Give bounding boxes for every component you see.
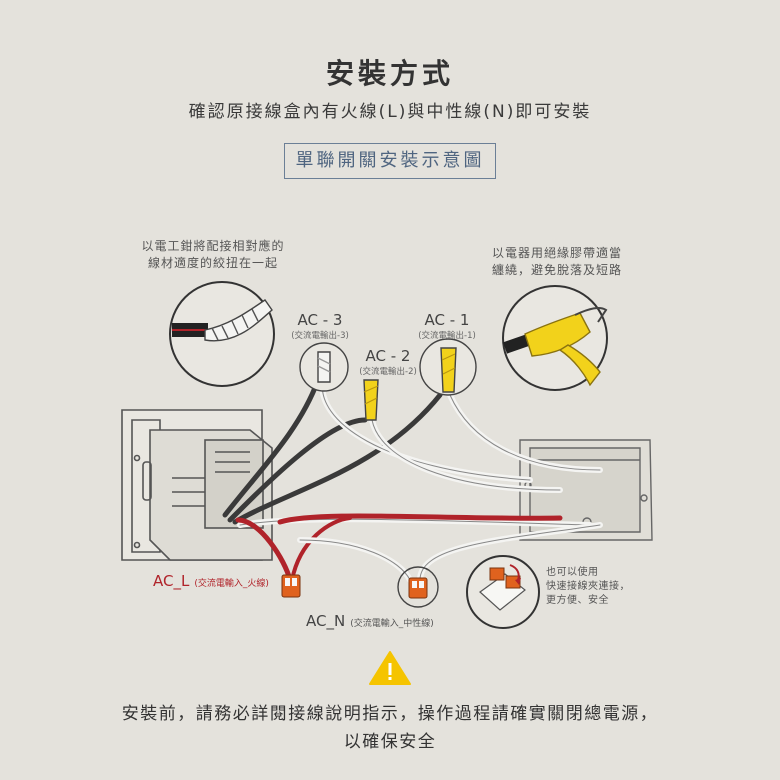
- acl-sublabel: (交流電輸入_火線): [194, 579, 269, 589]
- ac2-callout: [363, 379, 379, 421]
- ac2-label: AC - 2: [365, 347, 411, 365]
- acl-label: AC_L: [153, 572, 190, 590]
- diagram-label: 單聯開關安裝示意圖: [284, 143, 496, 179]
- acl-connector: [281, 574, 301, 598]
- ac3-sublabel: (交流電輸出-3): [291, 331, 349, 341]
- ac1-label-group: AC - 1 (交流電輸出-1): [405, 311, 489, 341]
- ac2-sublabel: (交流電輸出-2): [359, 367, 417, 377]
- ac3-label: AC - 3: [297, 311, 343, 329]
- ac1-label: AC - 1: [424, 311, 470, 329]
- quick-connector-detail: [466, 555, 540, 629]
- acn-label-group: AC_N (交流電輸入_中性線): [306, 611, 456, 630]
- tape-detail: [502, 285, 608, 391]
- acn-sublabel: (交流電輸入_中性線): [350, 619, 434, 629]
- warning-line1: 安裝前，請務必詳閱接線說明指示，操作過程請確實關閉總電源，: [121, 704, 659, 724]
- warning-triangle-icon: [369, 651, 411, 685]
- twist-note-line2: 線材適度的絞扭在一起: [147, 256, 278, 270]
- connector-note: 也可以使用 快速接線夾連接， 更方便、安全: [546, 566, 656, 608]
- acn-label: AC_N: [306, 612, 346, 630]
- ac2-label-group: AC - 2 (交流電輸出-2): [348, 347, 428, 377]
- ac3-label-group: AC - 3 (交流電輸出-3): [280, 311, 360, 341]
- acn-connector: [397, 566, 439, 608]
- ac1-sublabel: (交流電輸出-1): [418, 331, 476, 341]
- connector-note-line3: 更方便、安全: [546, 595, 609, 606]
- warning-line2: 以確保安全: [343, 732, 437, 752]
- ac1-callout: [419, 338, 477, 396]
- tape-note: 以電器用絕緣膠帶適當 纏繞，避免脫落及短路: [482, 245, 632, 279]
- page-subtitle: 確認原接線盒內有火線(L)與中性線(N)即可安裝: [188, 102, 592, 122]
- tape-note-line1: 以電器用絕緣膠帶適當: [491, 246, 622, 260]
- warning-text: 安裝前，請務必詳閱接線說明指示，操作過程請確實關閉總電源， 以確保安全: [0, 700, 780, 756]
- connector-note-line2: 快速接線夾連接，: [546, 581, 630, 592]
- twist-note-line1: 以電工鉗將配接相對應的: [141, 239, 285, 253]
- twist-note: 以電工鉗將配接相對應的 線材適度的絞扭在一起: [138, 238, 288, 272]
- twist-detail: [169, 281, 275, 387]
- acl-label-group: AC_L (交流電輸入_火線): [153, 571, 283, 590]
- page-title: 安裝方式: [325, 57, 454, 90]
- tape-note-line2: 纏繞，避免脫落及短路: [491, 263, 622, 277]
- ac3-callout: [299, 342, 349, 392]
- connector-note-line1: 也可以使用: [546, 567, 599, 578]
